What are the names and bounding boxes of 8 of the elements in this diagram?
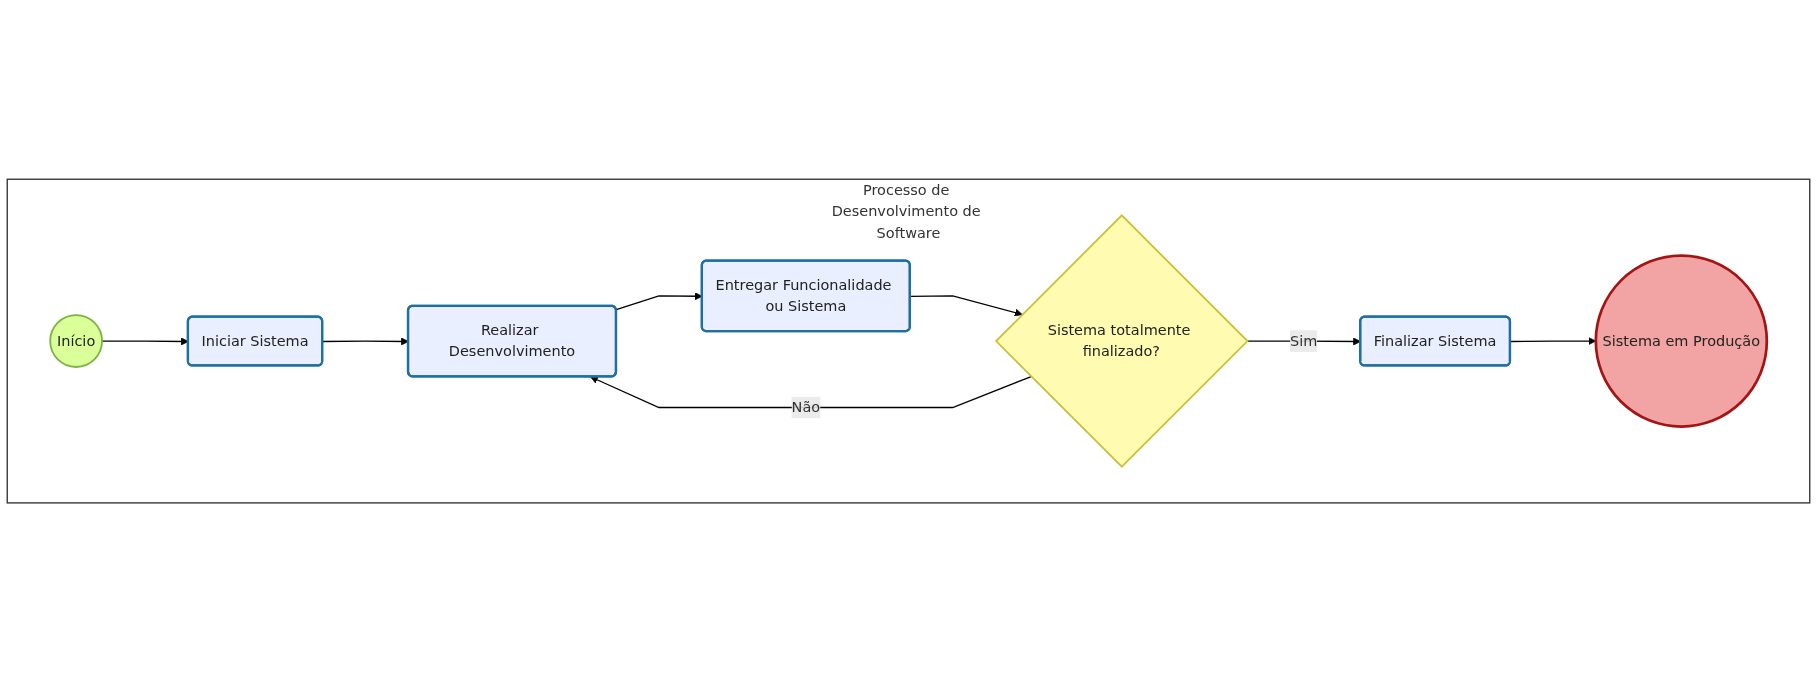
- node-circle: Sistema em Produção: [1594, 254, 1769, 429]
- node-diamond: Sistema totalmente finalizado?: [994, 214, 1249, 469]
- node-circle: Início: [49, 314, 103, 369]
- arrow: [590, 376, 1032, 409]
- arrow: [909, 295, 1023, 317]
- arrow: [1509, 337, 1597, 346]
- edge-label: Não: [791, 398, 821, 417]
- edge-label: Sim: [1289, 332, 1318, 350]
